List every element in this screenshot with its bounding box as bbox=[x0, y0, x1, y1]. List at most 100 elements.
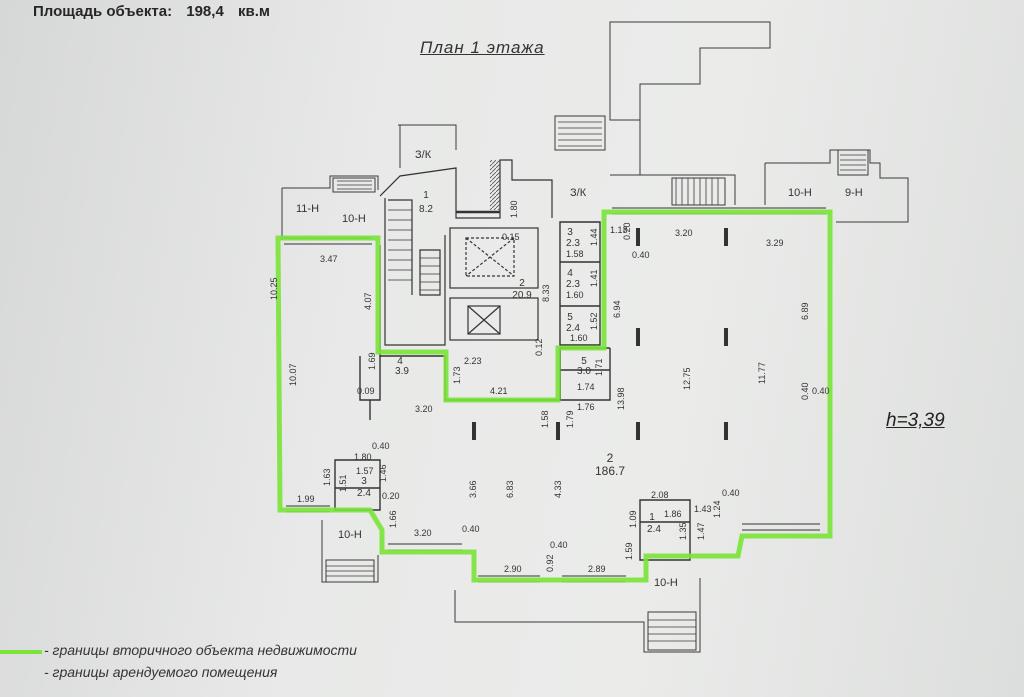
room-number: 4 bbox=[397, 356, 403, 367]
dimension-label: 0.12 bbox=[534, 338, 544, 356]
dimension-label: 1.80 bbox=[509, 200, 519, 218]
neighbour-structures bbox=[281, 21, 909, 653]
ceiling-height: h=3,39 bbox=[886, 410, 945, 431]
dimension-label: 1.52 bbox=[589, 312, 599, 330]
object-area: Площадь объекта: 198,4 кв.м bbox=[33, 3, 280, 20]
room-area: 20.9 bbox=[512, 290, 532, 301]
dimension-label: 2.23 bbox=[464, 356, 482, 366]
dimension-label: 3.66 bbox=[468, 480, 478, 498]
stairwell-core bbox=[379, 159, 553, 346]
dimension-label: 10.07 bbox=[288, 363, 298, 386]
dimension-label: 1.47 bbox=[696, 522, 706, 540]
dimension-label: 0.20 bbox=[382, 491, 400, 501]
interior-walls bbox=[334, 221, 691, 561]
dimension-label: 1.60 bbox=[570, 333, 588, 343]
room-number: 1 bbox=[423, 190, 429, 201]
dimension-label: 1.09 bbox=[628, 510, 638, 528]
neighbour-label: 11-Н bbox=[296, 203, 319, 215]
dimension-label: 0.40 bbox=[800, 382, 810, 400]
dimension-label: 13.98 bbox=[616, 387, 626, 410]
dimension-label: 1.60 bbox=[566, 290, 584, 300]
dimension-label: 3.29 bbox=[766, 238, 784, 248]
dimension-label: 2.08 bbox=[651, 490, 669, 500]
dimension-label: 1.59 bbox=[624, 542, 634, 560]
dimension-label: 4.33 bbox=[553, 480, 563, 498]
room: 18.2 bbox=[419, 190, 433, 215]
neighbour-label: 9-Н bbox=[845, 187, 863, 199]
room-area: 3.0 bbox=[577, 366, 591, 377]
dimension-label: 1.74 bbox=[577, 382, 595, 392]
room: 12.4 bbox=[647, 512, 661, 535]
room: 43.9 bbox=[395, 356, 409, 377]
dimension-label: 8.33 bbox=[541, 284, 551, 302]
room-area: 2.4 bbox=[357, 488, 371, 499]
dimension-label: 0.40 bbox=[722, 488, 740, 498]
room-number: 5 bbox=[581, 356, 587, 367]
room-number: 3 bbox=[361, 476, 367, 487]
dimension-label: 1.63 bbox=[322, 468, 332, 486]
dimension-label: 0.40 bbox=[632, 250, 650, 260]
dimension-labels: 3.47 10.25 10.07 4.07 1.80 0.15 8.33 0.1… bbox=[269, 200, 830, 574]
room: 42.3 bbox=[566, 268, 580, 290]
dimension-label: 3.20 bbox=[415, 404, 433, 414]
room-area: 2.3 bbox=[566, 279, 580, 290]
dimension-label: 10.25 bbox=[269, 277, 279, 300]
room-number: 2 bbox=[607, 451, 614, 465]
neighbour-label: 10-Н bbox=[788, 187, 812, 199]
object-boundary bbox=[275, 209, 833, 583]
dimension-label: 3.20 bbox=[675, 228, 693, 238]
room: 32.3 bbox=[566, 227, 580, 249]
dimension-label: 6.94 bbox=[612, 300, 622, 318]
neighbour-labels: З/К З/К 11-Н 10-Н 10-Н 9-Н 10-Н 10-Н bbox=[296, 149, 863, 589]
room-area: 8.2 bbox=[419, 204, 433, 215]
legend-text: - границы арендуемого помещения bbox=[44, 664, 278, 680]
columns bbox=[472, 228, 728, 440]
room-number: 3 bbox=[567, 227, 573, 238]
dimension-label: 1.86 bbox=[664, 509, 682, 519]
dimension-label: 4.21 bbox=[490, 386, 508, 396]
dimension-label: 0.92 bbox=[545, 554, 555, 572]
room-number: 1 bbox=[649, 512, 655, 523]
dimension-label: 1.69 bbox=[367, 352, 377, 370]
dimension-label: 3.20 bbox=[414, 528, 432, 538]
room-area: 3.9 bbox=[395, 366, 409, 377]
legend-text: - границы вторичного объекта недвижимост… bbox=[44, 642, 357, 658]
dimension-label: 0.40 bbox=[550, 540, 568, 550]
dimension-label: 3.47 bbox=[320, 254, 338, 264]
dimension-label: 2.89 bbox=[588, 564, 606, 574]
dimension-label: 1.80 bbox=[354, 452, 372, 462]
dimension-label: 0.40 bbox=[462, 524, 480, 534]
dimension-label: 2.90 bbox=[504, 564, 522, 574]
object-area-label: Площадь объекта: bbox=[33, 3, 173, 20]
dimension-label: 1.58 bbox=[540, 410, 550, 428]
dimension-label: 1.46 bbox=[378, 464, 388, 482]
room-labels: 18.2 220.9 32.3 42.3 52.4 43.9 53.0 2186… bbox=[357, 190, 661, 535]
dimension-label: 1.76 bbox=[577, 402, 595, 412]
dimension-label: 6.83 bbox=[505, 480, 515, 498]
dimension-label: 1.41 bbox=[589, 269, 599, 287]
dimension-label: 0.40 bbox=[812, 386, 830, 396]
dimension-label: 1.43 bbox=[694, 504, 712, 514]
dimension-label: 1.35 bbox=[678, 522, 688, 540]
neighbour-label: З/К bbox=[415, 149, 432, 161]
dimension-label: 0.40 bbox=[372, 441, 390, 451]
dimension-label: 1.73 bbox=[452, 366, 462, 384]
dimension-label: 0.15 bbox=[502, 232, 520, 242]
object-area-value: 198,4 bbox=[186, 3, 224, 20]
dimension-label: 1.44 bbox=[589, 228, 599, 246]
legend-swatch-green bbox=[0, 650, 42, 654]
room-area: 2.4 bbox=[647, 524, 661, 535]
room: 52.4 bbox=[566, 312, 580, 334]
dimension-label: 6.89 bbox=[800, 302, 810, 320]
neighbour-label: З/К bbox=[570, 187, 587, 199]
dimension-label: 1.79 bbox=[565, 410, 575, 428]
dimension-label: 1.66 bbox=[388, 510, 398, 528]
room-number: 5 bbox=[567, 312, 573, 323]
neighbour-label: 10-Н bbox=[338, 529, 362, 541]
dimension-label: 0.09 bbox=[357, 386, 375, 396]
neighbour-label: 10-Н bbox=[342, 213, 366, 225]
dimension-label: 1.13 bbox=[610, 225, 628, 235]
